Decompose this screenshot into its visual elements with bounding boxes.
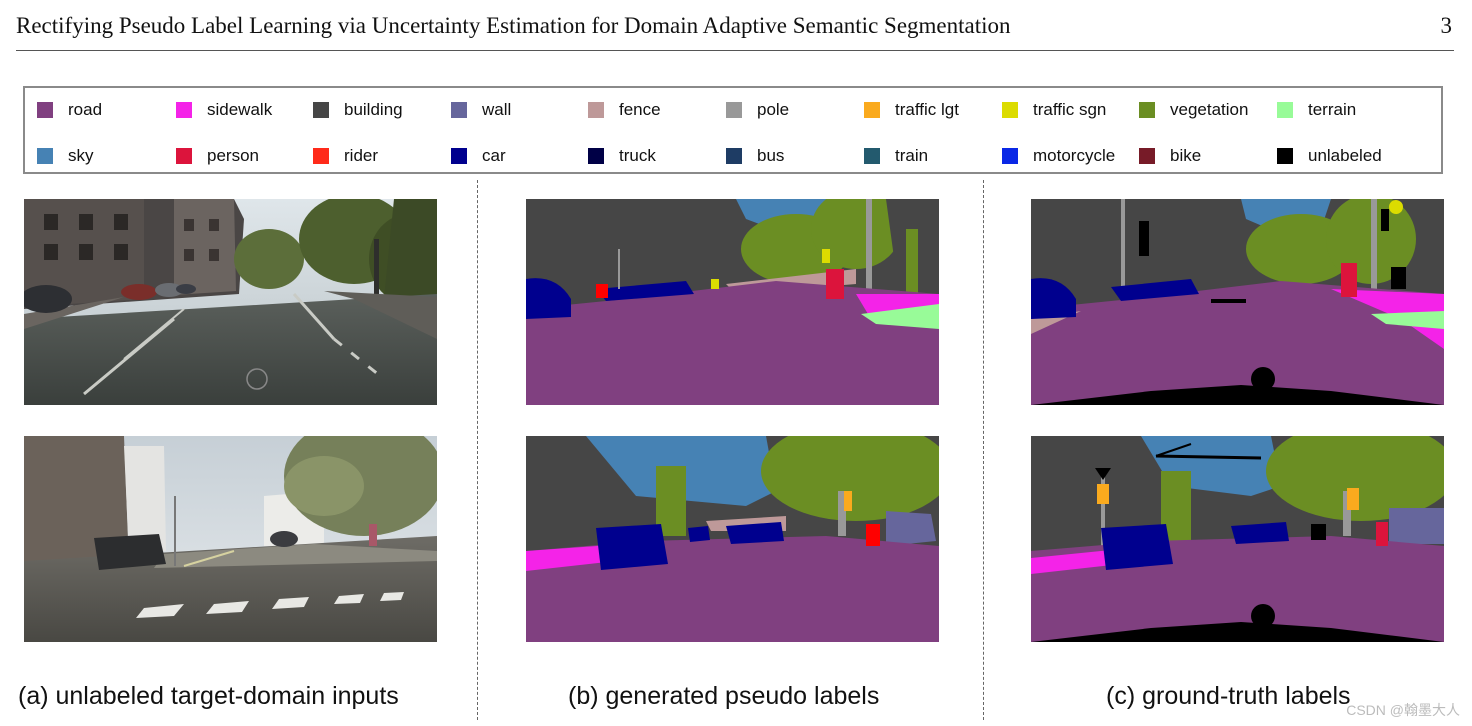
legend-label: wall — [482, 100, 512, 119]
pseudo-label-1 — [526, 199, 939, 405]
ground-truth-2 — [1031, 436, 1444, 642]
caption-pseudo-labels: (b) generated pseudo labels — [568, 682, 880, 710]
legend-swatch — [176, 148, 192, 164]
legend-swatch — [451, 102, 467, 118]
watermark: CSDN @翰墨大人 — [1346, 702, 1460, 718]
input-image-2 — [24, 436, 437, 642]
caption-inputs: (a) unlabeled target-domain inputs — [18, 682, 399, 710]
legend-item-vegetation: vegetation — [1139, 100, 1248, 120]
legend-item-car: car — [451, 146, 506, 166]
legend-label: unlabeled — [1308, 146, 1382, 165]
legend-swatch — [1277, 102, 1293, 118]
legend-swatch — [1139, 148, 1155, 164]
legend-swatch — [176, 102, 192, 118]
legend-swatch — [1139, 102, 1155, 118]
legend-item-motorcycle: motorcycle — [1002, 146, 1115, 166]
legend-label: car — [482, 146, 506, 165]
page-header: Rectifying Pseudo Label Learning via Unc… — [16, 10, 1454, 51]
legend-swatch — [864, 102, 880, 118]
legend-item-unlabeled: unlabeled — [1277, 146, 1382, 166]
input-image-1 — [24, 199, 437, 405]
pseudo-label-2 — [526, 436, 939, 642]
legend-swatch — [588, 148, 604, 164]
legend-label: train — [895, 146, 929, 165]
legend-label: sky — [68, 146, 94, 165]
legend-label: rider — [344, 146, 379, 165]
legend-label: terrain — [1308, 100, 1357, 119]
legend-item-wall: wall — [451, 100, 511, 120]
legend-label: building — [344, 100, 403, 119]
legend-item-sidewalk: sidewalk — [176, 100, 272, 120]
caption-ground-truth: (c) ground-truth labels — [1106, 682, 1351, 710]
legend-item-pole: pole — [726, 100, 789, 120]
legend-item-terrain: terrain — [1277, 100, 1356, 120]
legend-label: truck — [619, 146, 656, 165]
legend-swatch — [313, 148, 329, 164]
legend-swatch — [37, 148, 53, 164]
legend-item-bus: bus — [726, 146, 784, 166]
legend-item-rider: rider — [313, 146, 378, 166]
legend-label: road — [68, 100, 103, 119]
legend-label: vegetation — [1170, 100, 1249, 119]
legend-swatch — [588, 102, 604, 118]
legend-swatch — [313, 102, 329, 118]
legend-item-sky: sky — [37, 146, 94, 166]
legend-label: motorcycle — [1033, 146, 1116, 165]
legend-item-truck: truck — [588, 146, 656, 166]
legend-swatch — [726, 148, 742, 164]
legend-item-road: road — [37, 100, 102, 120]
legend-swatch — [726, 102, 742, 118]
class-legend: road sidewalk building wall fence pole t… — [23, 86, 1443, 174]
legend-swatch — [1002, 148, 1018, 164]
legend-label: traffic sgn — [1033, 100, 1107, 119]
running-title: Rectifying Pseudo Label Learning via Unc… — [16, 13, 1011, 38]
legend-label: bike — [1170, 146, 1202, 165]
legend-label: traffic lgt — [895, 100, 959, 119]
legend-swatch — [37, 102, 53, 118]
column-divider-left — [477, 180, 478, 720]
legend-label: bus — [757, 146, 785, 165]
legend-label: sidewalk — [207, 100, 273, 119]
legend-swatch — [1002, 102, 1018, 118]
ground-truth-1 — [1031, 199, 1444, 405]
page-number: 3 — [1440, 13, 1453, 38]
legend-label: fence — [619, 100, 661, 119]
legend-label: pole — [757, 100, 790, 119]
column-divider-right — [983, 180, 984, 720]
legend-swatch — [864, 148, 880, 164]
legend-item-building: building — [313, 100, 403, 120]
legend-item-traffic-lgt: traffic lgt — [864, 100, 959, 120]
legend-item-bike: bike — [1139, 146, 1201, 166]
legend-item-train: train — [864, 146, 928, 166]
legend-swatch — [451, 148, 467, 164]
legend-item-person: person — [176, 146, 259, 166]
legend-label: person — [207, 146, 259, 165]
legend-item-fence: fence — [588, 100, 661, 120]
legend-item-traffic-sgn: traffic sgn — [1002, 100, 1106, 120]
legend-swatch — [1277, 148, 1293, 164]
